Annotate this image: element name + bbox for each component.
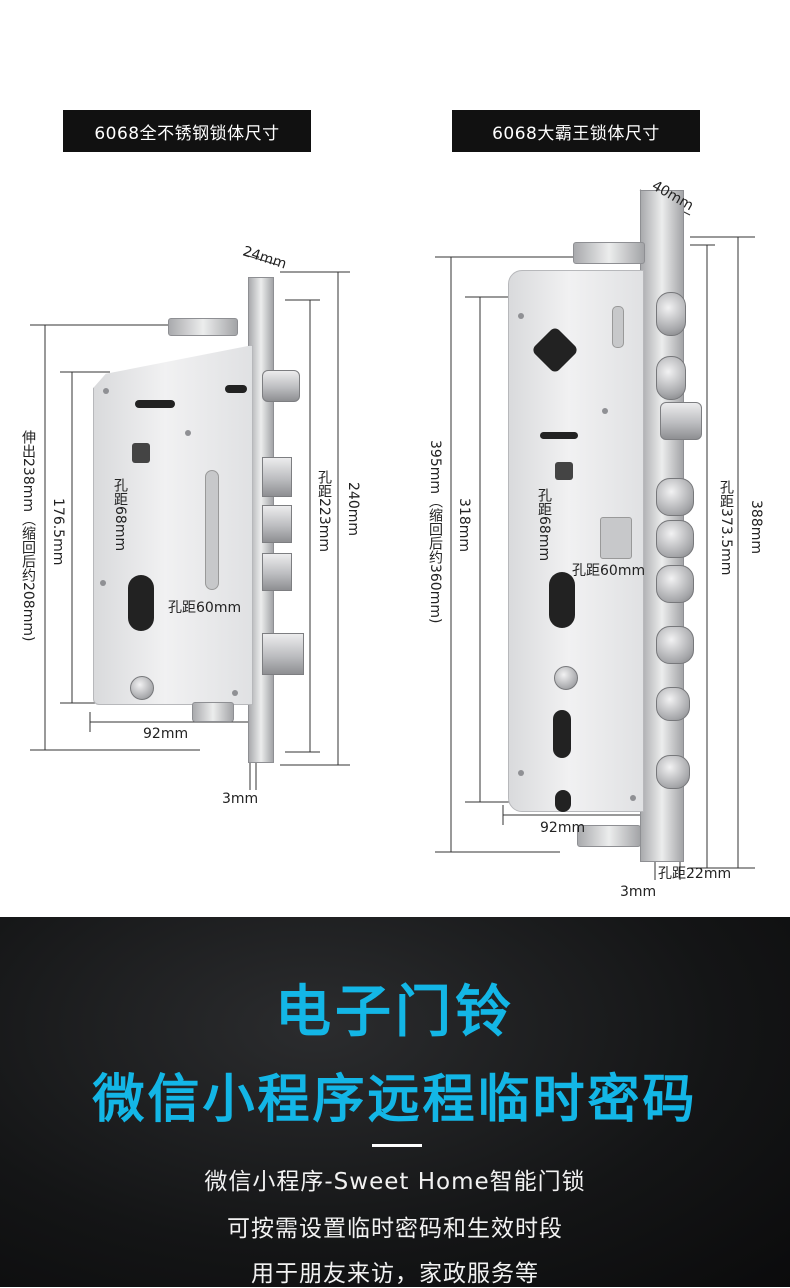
left-slot	[135, 400, 175, 408]
right-bolt	[656, 292, 686, 336]
dim-hole-223: 孔距223mm	[316, 470, 332, 552]
screw-dot	[630, 795, 636, 801]
dim-hole-22: 孔距22mm	[658, 866, 732, 882]
right-bolt	[656, 755, 690, 789]
left-header: 6068全不锈钢锁体尺寸	[63, 110, 311, 152]
dim-hole-68: 孔距68mm	[112, 478, 128, 552]
promo-line-1: 微信小程序-Sweet Home智能门锁	[204, 1169, 586, 1195]
left-slot	[225, 385, 247, 393]
right-slot	[553, 710, 571, 758]
dim-hole-373: 孔距373.5mm	[718, 480, 734, 576]
dim-92: 92mm	[143, 726, 189, 742]
dim-extend: 伸出238mm（缩回后约208mm)	[20, 430, 36, 642]
dim-176: 176.5mm	[50, 498, 66, 566]
dim-388: 388mm	[748, 500, 764, 554]
right-top-latch	[573, 242, 645, 264]
dim-395: 395mm（缩回后约360mm)	[427, 440, 443, 624]
dim-318: 318mm	[456, 498, 472, 552]
left-cylinder-hole	[128, 575, 154, 631]
dim-3: 3mm	[620, 884, 657, 900]
right-bolt	[656, 478, 694, 516]
promo-title-2: 微信小程序远程临时密码	[92, 1070, 698, 1130]
promo-line-3: 用于朋友来访，家政服务等	[251, 1261, 539, 1287]
right-bolt	[656, 520, 694, 558]
left-spindle-hole	[132, 443, 150, 463]
screw-dot	[232, 690, 238, 696]
promo-line-2: 可按需设置临时密码和生效时段	[227, 1216, 563, 1242]
right-cylinder-hole	[549, 572, 575, 628]
dim-92: 92mm	[540, 820, 586, 836]
screw-dot	[100, 580, 106, 586]
right-bolt	[656, 565, 694, 603]
left-bolt	[262, 633, 304, 675]
dim-hole-60: 孔距60mm	[168, 600, 242, 616]
right-bolt	[656, 626, 694, 664]
left-bottom-latch	[192, 702, 234, 722]
right-spindle-hole	[555, 462, 573, 480]
dim-240: 240mm	[345, 482, 361, 536]
right-slot	[555, 790, 571, 812]
dim-3: 3mm	[222, 791, 259, 807]
right-slot	[540, 432, 578, 439]
promo-section: 电子门铃 微信小程序远程临时密码 微信小程序-Sweet Home智能门锁 可按…	[0, 917, 790, 1287]
left-latch-bolt	[262, 370, 300, 402]
right-screw	[554, 666, 578, 690]
right-bolt	[656, 356, 686, 400]
screw-dot	[518, 313, 524, 319]
left-bolt	[262, 505, 292, 543]
right-slot	[600, 517, 632, 559]
divider	[372, 1144, 422, 1147]
screw-dot	[185, 430, 191, 436]
left-top-latch	[168, 318, 238, 336]
screw-dot	[602, 408, 608, 414]
right-bottom-latch	[577, 825, 641, 847]
right-bolt	[656, 687, 690, 721]
left-bolt	[262, 553, 292, 591]
screw-dot	[103, 388, 109, 394]
left-slot	[205, 470, 219, 590]
left-bolt	[262, 457, 292, 497]
right-header: 6068大霸王锁体尺寸	[452, 110, 700, 152]
right-slot	[612, 306, 624, 348]
left-screw	[130, 676, 154, 700]
right-latch-bolt	[660, 402, 702, 440]
dim-hole-60: 孔距60mm	[572, 563, 646, 579]
screw-dot	[518, 770, 524, 776]
promo-title-1: 电子门铃	[275, 980, 515, 1045]
dim-hole-68: 孔距68mm	[536, 488, 552, 562]
